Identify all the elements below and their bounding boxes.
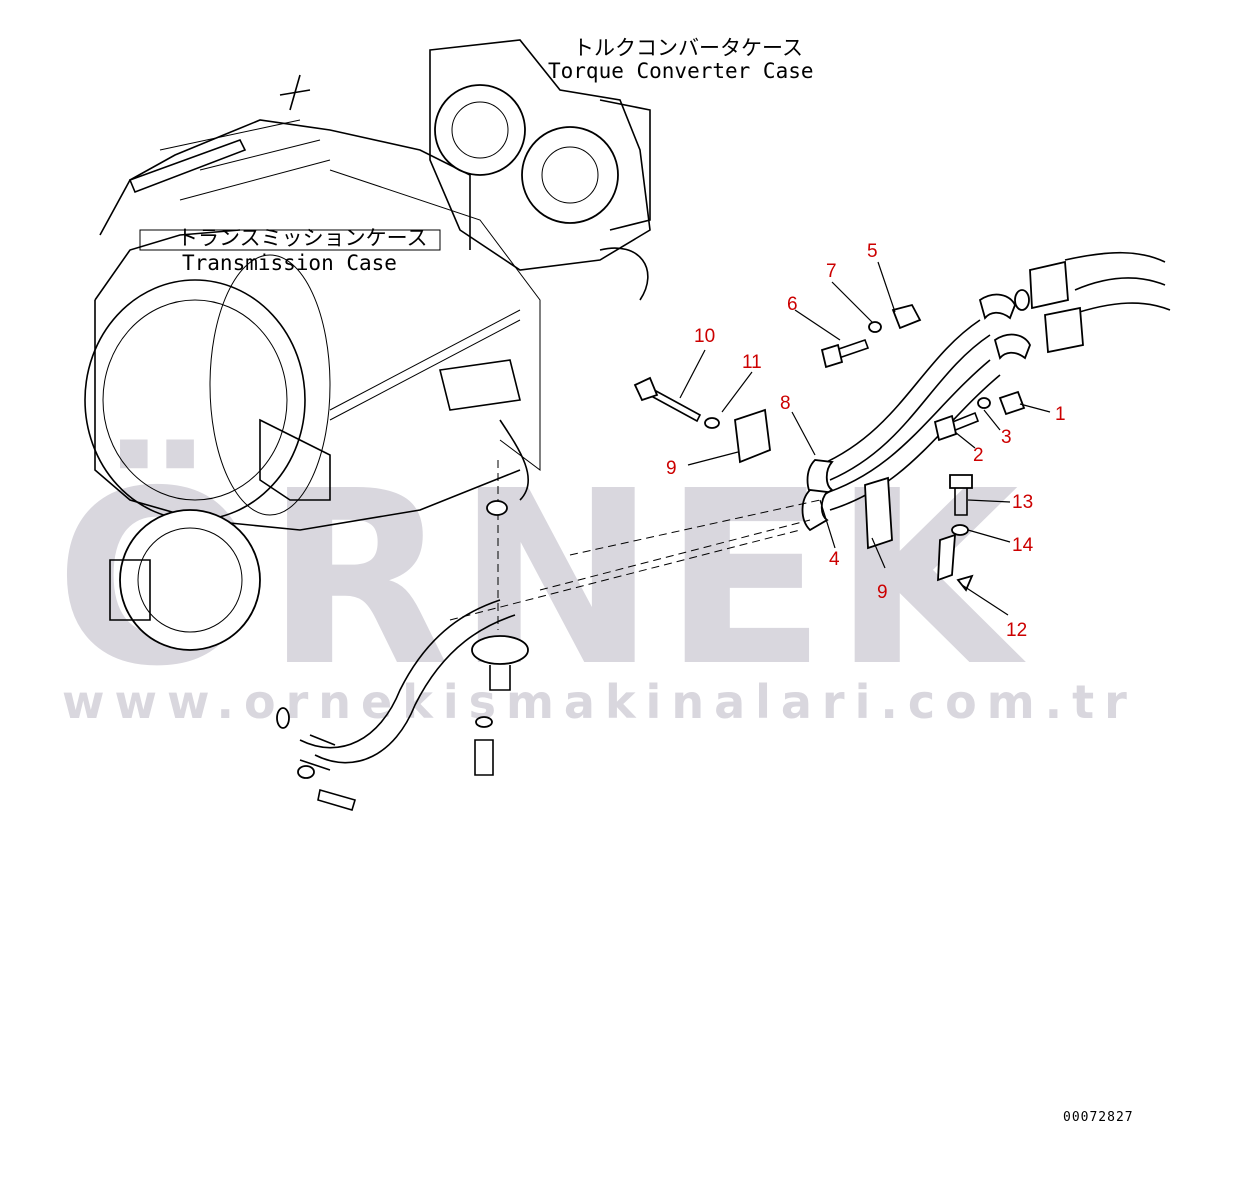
callout-numbers: 1 2 3 4 5 6 7 8 9 9 10 11 12 13 14: [666, 241, 1066, 641]
callout-5[interactable]: 5: [867, 241, 878, 262]
hose-assembly-drawing: [449, 251, 1171, 621]
watermark-url: www.ornekismakinalari.com.tr: [62, 675, 1137, 729]
callout-12[interactable]: 12: [1006, 620, 1027, 641]
document-id: 00072827: [1063, 1110, 1134, 1125]
torque-converter-label-jp: トルクコンバータケース: [573, 36, 803, 60]
callout-4[interactable]: 4: [829, 549, 840, 570]
callout-14[interactable]: 14: [1012, 535, 1034, 556]
callout-1[interactable]: 1: [1055, 404, 1066, 425]
callout-11[interactable]: 11: [742, 352, 762, 373]
callout-13[interactable]: 13: [1012, 492, 1033, 513]
torque-converter-drawing: [329, 39, 651, 501]
leader-lines: [679, 261, 1051, 616]
callout-7[interactable]: 7: [826, 261, 837, 282]
torque-converter-label-en: Torque Converter Case: [548, 59, 814, 83]
callout-3[interactable]: 3: [1001, 427, 1012, 448]
callout-9b[interactable]: 9: [877, 582, 888, 603]
callout-10[interactable]: 10: [694, 326, 715, 347]
callout-2[interactable]: 2: [973, 445, 984, 466]
callout-9a[interactable]: 9: [666, 458, 677, 479]
callout-8[interactable]: 8: [780, 393, 791, 414]
lower-piping-drawing: [276, 460, 529, 811]
transmission-case-drawing: [84, 74, 521, 651]
callout-6[interactable]: 6: [787, 294, 798, 315]
transmission-label-en: Transmission Case: [182, 251, 397, 275]
transmission-label-jp: トランスミッションケース: [177, 226, 428, 250]
